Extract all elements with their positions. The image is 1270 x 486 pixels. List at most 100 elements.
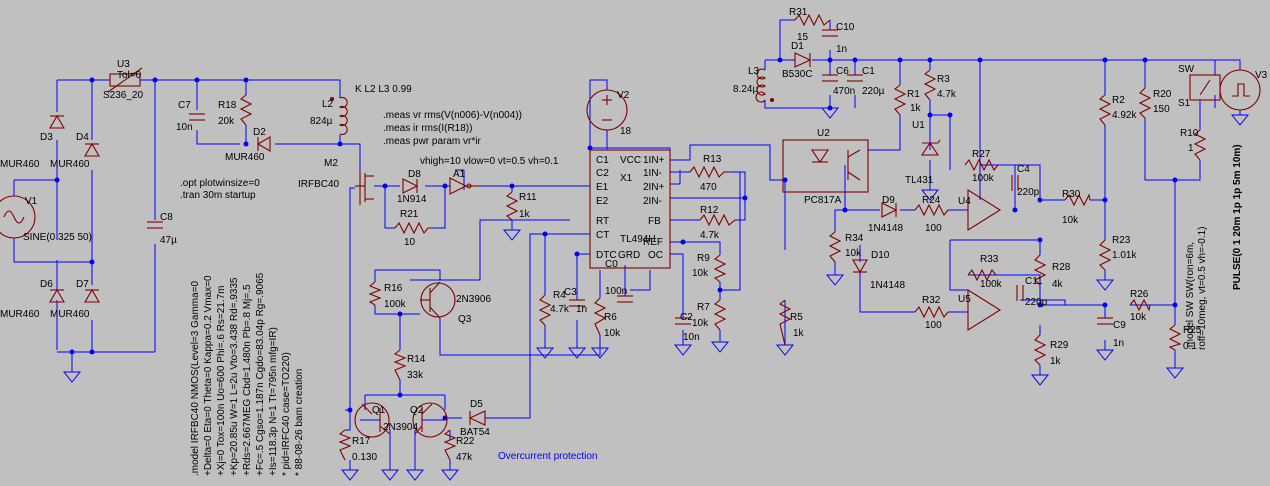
label-R6-val: 10k — [604, 328, 621, 339]
directive-pulse: PULSE(0 1 20m 1p 1p 5m 10m) — [1232, 144, 1243, 290]
label-R31-val: 15 — [797, 32, 809, 43]
label-C8-val: 47µ — [160, 235, 177, 246]
label-R11: R11 — [519, 192, 537, 203]
model-sw-line: roff=10meg, vt=0.5 vh=-0.1) — [1197, 226, 1208, 350]
directive-meas1: .meas vr rms(V(n006)-V(n004)) — [383, 110, 522, 121]
label-D5-val: BAT54 — [460, 427, 490, 438]
label-V3: V3 — [1255, 70, 1268, 81]
model-line: +Is=118.3p N=1 Tt=795n mfg=IR) — [268, 327, 279, 476]
label-R24: R24 — [922, 195, 941, 206]
label-D6-val: MUR460 — [0, 309, 40, 320]
directives: .meas vr rms(V(n006)-V(n004)) .meas ir r… — [180, 110, 1243, 476]
label-C11: C11 — [1025, 276, 1043, 287]
pin-E2: E2 — [596, 196, 609, 207]
label-A1: A1 — [453, 169, 466, 180]
label-L3: L3 — [748, 66, 760, 77]
model-line: +Delta=0 Eta=0 Theta=0 Kappa=0.2 Vmax=0 — [203, 275, 214, 476]
directive-meas3: .meas pwr param vr*ir — [383, 136, 481, 147]
label-U3-val: S236_20 — [103, 90, 143, 101]
label-R25-val: 0.1 — [1183, 341, 1197, 352]
label-D2-val: MUR460 — [225, 152, 265, 163]
label-R18: R18 — [218, 100, 237, 111]
label-C11-val: 220p — [1025, 297, 1048, 308]
label-D3-val: MUR460 — [0, 159, 40, 170]
a1-params: vhigh=10 vlow=0 vt=0.5 vh=0.1 — [420, 156, 559, 167]
label-C9-val: 1n — [1113, 338, 1124, 349]
label-V2: V2 — [617, 90, 630, 101]
junctions — [54, 57, 1178, 421]
pin-FB: FB — [648, 216, 661, 227]
label-C0: C0 — [605, 259, 618, 270]
label-K: K L2 L3 0.99 — [355, 84, 412, 95]
label-C1-val: 220µ — [862, 86, 885, 97]
label-D3: D3 — [40, 132, 53, 143]
label-R22: R22 — [456, 436, 475, 447]
label-R5: R5 — [790, 312, 803, 323]
label-C1: C1 — [862, 66, 875, 77]
label-C7-val: 10n — [176, 122, 193, 133]
label-C8: C8 — [160, 212, 173, 223]
pin-VCC: VCC — [620, 155, 641, 166]
label-R13: R13 — [703, 154, 722, 165]
label-L2-val: 824µ — [310, 116, 333, 127]
label-R32: R32 — [922, 295, 941, 306]
label-Q3-val: 2N3906 — [456, 294, 491, 305]
label-R20: R20 — [1153, 89, 1172, 100]
directive-opt: .opt plotwinsize=0 — [180, 178, 260, 189]
model-line: +Kp=20.85u W=1 L=2u Vto=3.438 Rd=.9335 — [229, 277, 240, 476]
label-C0-val: 100n — [605, 286, 627, 297]
label-R21-val: 10 — [404, 237, 416, 248]
label-U2: U2 — [817, 128, 830, 139]
label-U3-tol: Tol=0 — [117, 70, 142, 81]
label-D9: D9 — [882, 195, 895, 206]
label-R30-val: 10k — [1062, 215, 1079, 226]
label-U5: U5 — [958, 294, 971, 305]
label-R24-val: 100 — [925, 223, 942, 234]
label-R31: R31 — [789, 7, 808, 18]
label-D1-val: B530C — [782, 69, 813, 80]
label-R33: R33 — [980, 254, 999, 265]
label-R10: R10 — [1180, 128, 1199, 139]
label-R7-val: 10k — [692, 318, 709, 329]
directive-meas2: .meas ir rms(I(R18)) — [383, 123, 472, 134]
label-X1-val: TL494H — [620, 234, 656, 245]
label-M2: M2 — [324, 158, 338, 169]
pin-REF: REF — [643, 237, 663, 248]
label-D7: D7 — [76, 279, 89, 290]
label-R34-val: 10k — [845, 248, 862, 259]
label-R11-val: 1k — [519, 209, 531, 220]
pin-GRD: GRD — [618, 250, 640, 261]
label-C4-val: 220p — [1017, 187, 1040, 198]
label-SW: SW — [1178, 64, 1195, 75]
label-R34: R34 — [845, 233, 864, 244]
pin-2INp: 2IN+ — [643, 182, 665, 193]
label-U1-val: TL431 — [905, 175, 934, 186]
pin-C1: C1 — [596, 155, 609, 166]
label-R9: R9 — [697, 253, 710, 264]
directive-tran: .tran 30m startup — [180, 190, 256, 201]
label-R12-val: 4.7k — [700, 230, 720, 241]
label-D5: D5 — [470, 399, 483, 410]
label-R23-val: 1.01k — [1112, 250, 1137, 261]
label-L3-val: 8.24µ — [733, 84, 758, 95]
label-C3: C3 — [564, 287, 577, 298]
pin-C2: C2 — [596, 168, 609, 179]
pin-2INm: 2IN- — [643, 196, 662, 207]
model-line: +Xj=0 Tox=100n Uo=600 Phi=.6 Rs=21.7m — [216, 285, 227, 476]
label-R29-val: 1k — [1050, 356, 1062, 367]
label-R13-val: 470 — [700, 182, 717, 193]
label-R2-val: 4.92k — [1112, 110, 1137, 121]
label-U2-val: PC817A — [804, 195, 842, 206]
label-R25: R25 — [1183, 325, 1202, 336]
model-line: .model IRFBC40 NMOS(Level=3 Gamma=0 — [190, 280, 201, 476]
model-line: +Rds=2.667MEG Cbd=1.480n Pb=.8 Mj=.5 — [242, 284, 253, 476]
model-line: * 88-08-26 bam creation — [294, 369, 305, 476]
label-R18-val: 20k — [218, 116, 235, 127]
label-R21: R21 — [400, 209, 419, 220]
label-R9-val: 10k — [692, 268, 709, 279]
label-R16-val: 100k — [384, 299, 407, 310]
label-D6: D6 — [40, 279, 53, 290]
label-R4-val: 4.7k — [550, 304, 570, 315]
label-R5-val: 1k — [793, 328, 805, 339]
